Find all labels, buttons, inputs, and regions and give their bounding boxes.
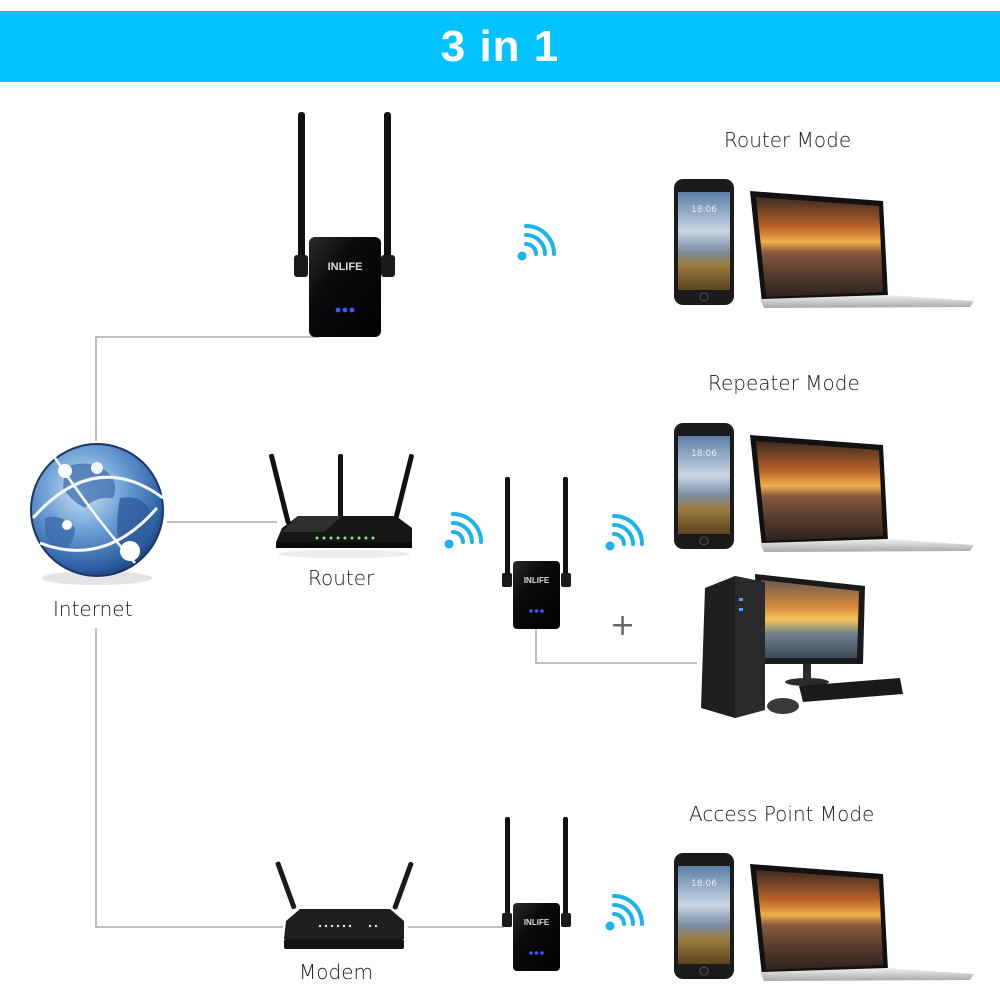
svg-text:INLIFE: INLIFE	[524, 576, 550, 585]
mode-title-repeater: Repeater Mode	[708, 371, 860, 395]
phone-icon: 18:06	[674, 853, 734, 979]
wifi-icon	[517, 224, 556, 261]
svg-text:18:06: 18:06	[691, 449, 717, 459]
extender-repeater-mode: INLIFE	[502, 477, 571, 629]
connector-line-internet-vertical-top	[95, 336, 97, 441]
connector-line-internet-vertical-bottom	[95, 628, 97, 927]
router-icon	[269, 453, 414, 558]
antenna-left	[298, 112, 305, 272]
connector-line-internet-to-extender-top	[95, 336, 319, 338]
title-banner: 3 in 1	[0, 11, 1000, 82]
phone-icon: 18:06	[674, 179, 734, 305]
laptop-icon	[750, 191, 974, 308]
connector-line-extender-to-pc	[535, 662, 697, 664]
wifi-icon	[605, 514, 644, 551]
mode-title-router: Router Mode	[724, 128, 852, 152]
wifi-icon	[444, 512, 483, 549]
desktop-pc-icon	[701, 574, 903, 718]
laptop-icon	[750, 435, 974, 552]
modem-icon	[275, 861, 414, 949]
wifi-icon	[605, 894, 644, 931]
modem-label: Modem	[299, 960, 373, 984]
connector-line-internet-to-modem	[95, 926, 283, 928]
internet-globe-icon	[30, 443, 164, 585]
extender-router-mode: INLIFE	[294, 112, 395, 337]
mode-title-access-point: Access Point Mode	[689, 802, 875, 826]
plus-symbol: +	[610, 608, 636, 643]
banner-title: 3 in 1	[440, 21, 560, 71]
antenna-right	[384, 112, 391, 272]
svg-text:INLIFE: INLIFE	[524, 918, 550, 927]
laptop-icon	[750, 864, 974, 981]
extender-brand: INLIFE	[328, 261, 363, 273]
connector-line-internet-to-router	[167, 521, 277, 523]
extender-access-point-mode: INLIFE	[502, 817, 571, 971]
svg-text:18:06: 18:06	[691, 205, 717, 215]
router-label: Router	[308, 566, 375, 590]
connector-line-extender-down	[535, 628, 537, 663]
internet-label: Internet	[53, 597, 133, 621]
connector-line-modem-to-extender	[408, 926, 504, 928]
svg-text:18:06: 18:06	[691, 879, 717, 889]
phone-icon: 18:06	[674, 423, 734, 549]
led	[335, 307, 341, 313]
